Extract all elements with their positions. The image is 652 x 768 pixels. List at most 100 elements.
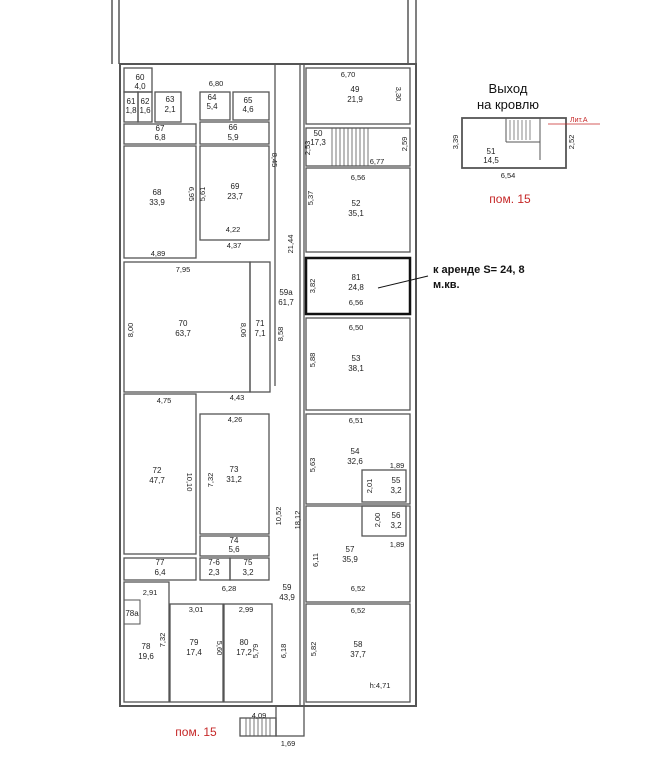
- dim-label: 10,52: [274, 507, 283, 526]
- dim-label: 6,95: [187, 187, 196, 202]
- room-71-number: 71: [256, 319, 265, 328]
- dim-label: 7,32: [206, 473, 215, 488]
- room-56-area: 3,2: [390, 521, 402, 530]
- dim-label: 6,80: [209, 79, 224, 88]
- room-55-area: 3,2: [390, 486, 402, 495]
- room-59-number: 59: [283, 583, 292, 592]
- room-65-number: 65: [244, 96, 253, 105]
- room-59-area: 43,9: [279, 593, 295, 602]
- dim-label: 5,60: [215, 641, 224, 656]
- room-60-area: 4,0: [134, 82, 146, 91]
- dim-label: 6,54: [501, 171, 516, 180]
- dim-label: 3,30: [394, 87, 403, 102]
- dim-label: 4,09: [252, 711, 267, 720]
- room-74-number: 74: [230, 536, 239, 545]
- room-73-area: 31,2: [226, 475, 242, 484]
- room-80-number: 80: [240, 638, 249, 647]
- room-54-area: 32,6: [347, 457, 363, 466]
- dim-label: 6,51: [349, 416, 364, 425]
- dim-label: 10,10: [185, 473, 194, 492]
- dim-label: 6,52: [351, 584, 366, 593]
- room-76-number: 7-6: [208, 558, 220, 567]
- room-53-number: 53: [352, 354, 361, 363]
- room-66-area: 5,9: [227, 133, 239, 142]
- dim-label: 6,18: [279, 644, 288, 659]
- room-80-area: 17,2: [236, 648, 252, 657]
- dim-label: 21,44: [286, 235, 295, 254]
- room-75-area: 3,2: [242, 568, 254, 577]
- dim-label: 4,26: [228, 415, 243, 424]
- dim-label: 4,43: [230, 393, 245, 402]
- dim-label: 1,69: [281, 739, 296, 748]
- room-66-number: 66: [229, 123, 238, 132]
- dim-label: 3,82: [308, 279, 317, 294]
- room-65-area: 4,6: [242, 105, 254, 114]
- dim-label: 1,89: [390, 540, 405, 549]
- room-55-number: 55: [392, 476, 401, 485]
- room-72-area: 47,7: [149, 476, 165, 485]
- bottom-pom-label: пом. 15: [175, 725, 217, 739]
- room-52-number: 52: [352, 199, 361, 208]
- lease-room-frame: [304, 256, 412, 316]
- dim-label: 2,00: [373, 513, 382, 528]
- room-61-area: 1,8: [125, 106, 137, 115]
- dim-label: 4,75: [157, 396, 172, 405]
- room-50-number: 50: [314, 129, 323, 138]
- room-63-area: 2,1: [164, 105, 176, 114]
- room-57-number: 57: [346, 545, 355, 554]
- room-58-area: 37,7: [350, 650, 366, 659]
- top-frame: [111, 0, 417, 64]
- interior-walls: [123, 64, 411, 737]
- dim-label: 2,52: [567, 135, 576, 150]
- dim-label: 5,63: [308, 458, 317, 473]
- room-78a-box: [123, 599, 141, 625]
- exit-pom-label: пом. 15: [489, 192, 531, 206]
- room-59a-area: 61,7: [278, 298, 294, 307]
- room-59a-number: 59а: [279, 288, 293, 297]
- dim-label: h:4,71: [370, 681, 391, 690]
- dim-label: 8,00: [126, 323, 135, 338]
- dim-label: 6,56: [351, 173, 366, 182]
- room-49-area: 21,9: [347, 95, 363, 104]
- room-49-number: 49: [351, 85, 360, 94]
- room-68-number: 68: [153, 188, 162, 197]
- dimension-labels: 6,80 6,70 3,30 8,45 2,53 2,59 6,77 6,56 …: [126, 70, 576, 748]
- exit-block: [461, 117, 600, 169]
- outer-walls: [119, 63, 417, 707]
- dim-label: 7,95: [176, 265, 191, 274]
- dim-label: 6,52: [351, 606, 366, 615]
- room-64-number: 64: [208, 93, 217, 102]
- room-63-number: 63: [166, 95, 175, 104]
- stair-hatching: [245, 128, 369, 736]
- room-74-area: 5,6: [228, 545, 240, 554]
- room-78-area: 19,6: [138, 652, 154, 661]
- room-73-number: 73: [230, 465, 239, 474]
- room-69-number: 69: [231, 182, 240, 191]
- room-78-number: 78: [142, 642, 151, 651]
- room-75-number: 75: [244, 558, 253, 567]
- lease-note-line1: к аренде S= 24, 8: [433, 264, 525, 276]
- room-58-number: 58: [354, 640, 363, 649]
- dim-label: 5,61: [198, 187, 207, 202]
- room-57-area: 35,9: [342, 555, 358, 564]
- dim-label: 6,11: [311, 553, 320, 567]
- room-76-area: 2,3: [208, 568, 220, 577]
- dim-label: 3,39: [451, 135, 460, 150]
- dim-label: 6,50: [349, 323, 364, 332]
- dim-label: 5,82: [309, 642, 318, 657]
- room-69-area: 23,7: [227, 192, 243, 201]
- room-53-area: 38,1: [348, 364, 364, 373]
- room-70-number: 70: [179, 319, 188, 328]
- dim-label: 6,70: [341, 70, 356, 79]
- dim-label: 5,88: [308, 353, 317, 368]
- dim-label: 4,37: [227, 241, 242, 250]
- dim-label: 6,56: [349, 298, 364, 307]
- room-61-number: 61: [127, 97, 136, 106]
- dim-label: 5,37: [306, 191, 315, 206]
- room-81-area: 24,8: [348, 283, 364, 292]
- room-60-number: 60: [136, 73, 145, 82]
- room-62-area: 1,6: [139, 106, 151, 115]
- room-54-number: 54: [351, 447, 360, 456]
- room-67-number: 67: [156, 124, 165, 133]
- room-56-number: 56: [392, 511, 401, 520]
